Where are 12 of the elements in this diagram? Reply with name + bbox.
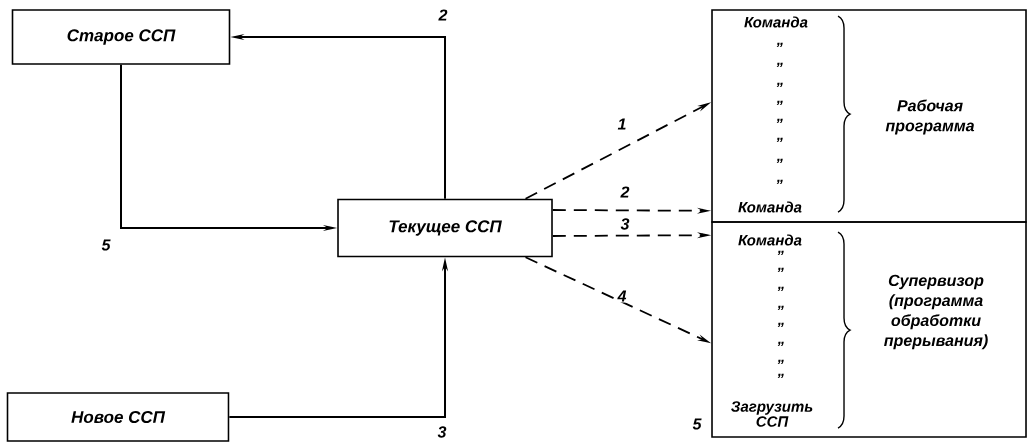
memory-panel: Команда ” ” ” ” ” ” ” ” Команда Рабочая программа	[711, 9, 1027, 223]
process-box: Старое ССП	[11, 9, 231, 65]
edge-label: 2	[437, 8, 449, 22]
edge-label: 3	[436, 425, 448, 439]
process-box: Новое ССП	[6, 392, 230, 442]
edge-label: 4	[616, 289, 628, 303]
edge-label: 5	[100, 238, 112, 252]
edge-label: 1	[616, 117, 628, 131]
edge-label: 3	[619, 217, 631, 231]
process-box: Текущее ССП	[337, 198, 553, 258]
memory-panel: Команда ” ” ” ” ” ” ” ” Загрузить ССП Супервизор (программа обработки прерывания)	[711, 221, 1027, 438]
edge-label: 2	[619, 185, 631, 199]
